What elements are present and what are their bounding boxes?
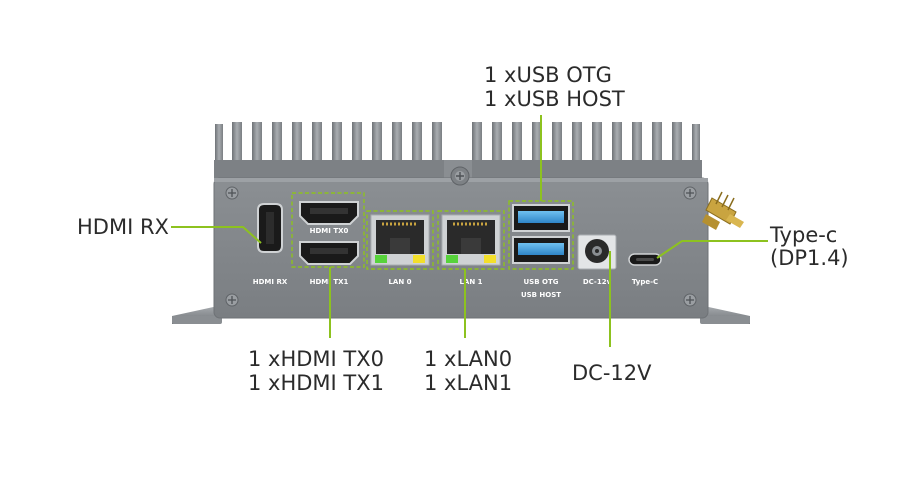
hdmi-tx-highlight-box (291, 192, 365, 268)
callout-usb-line1: 1 xUSB OTG (484, 63, 612, 87)
lan1-port: LAN 1 (441, 214, 501, 286)
lan1-label: LAN 1 (459, 278, 482, 286)
callout-type-c: Type-c (DP1.4) (769, 223, 849, 270)
callout-lan-line2: 1 xLAN1 (424, 371, 512, 395)
callout-lan-line1: 1 xLAN0 (424, 347, 512, 371)
hdmi-rx-port: HDMI RX (253, 203, 288, 286)
hdmi-tx0-port: HDMI TX0 (299, 201, 359, 235)
dc-power-port: DC-12v (577, 234, 617, 286)
lan1-led-green (446, 255, 458, 263)
leader-type-c (656, 240, 768, 259)
lan1-led-yellow (484, 255, 496, 263)
lan0-port: LAN 0 (370, 214, 430, 286)
callout-hdmi-tx-line1: 1 xHDMI TX0 (248, 347, 384, 371)
panel-screw-bottom-right (683, 293, 697, 307)
usb-host-label: USB HOST (521, 291, 561, 299)
panel-screw-top-right (683, 186, 697, 200)
type-c-label: Type-C (632, 278, 658, 286)
usb-host-port (512, 236, 570, 264)
mounting-feet (172, 306, 750, 324)
lan0-label: LAN 0 (388, 278, 411, 286)
usb-otg-port (512, 204, 570, 232)
callout-type-c-line1: Type-c (769, 223, 837, 247)
usb-highlight-box (508, 200, 574, 270)
dc-12v-label: DC-12v (583, 278, 612, 286)
leader-hdmi-rx (171, 226, 262, 244)
panel-screw-bottom-left (225, 293, 239, 307)
callout-hdmi-rx: HDMI RX (77, 215, 169, 239)
hdmi-rx-label: HDMI RX (253, 278, 288, 286)
type-c-port: Type-C (628, 253, 662, 286)
callout-dc: DC-12V (572, 361, 652, 385)
usb-otg-label: USB OTG (524, 278, 559, 286)
callout-hdmi-tx-line2: 1 xHDMI TX1 (248, 371, 384, 395)
panel-screw-top (450, 166, 470, 186)
callout-hdmi-tx: 1 xHDMI TX0 1 xHDMI TX1 (248, 347, 384, 395)
hdmi-tx0-label: HDMI TX0 (310, 227, 349, 235)
callout-usb: 1 xUSB OTG 1 xUSB HOST (484, 63, 625, 111)
callout-lan: 1 xLAN0 1 xLAN1 (424, 347, 512, 395)
antenna-connector (702, 191, 744, 230)
callout-usb-line2: 1 xUSB HOST (484, 87, 625, 111)
lan1-highlight-box (437, 210, 505, 270)
leader-lines (171, 115, 768, 347)
lan0-led-yellow (413, 255, 425, 263)
callout-type-c-line2: (DP1.4) (770, 246, 849, 270)
lan0-led-green (375, 255, 387, 263)
panel-screw-top-left (225, 186, 239, 200)
lan0-highlight-box (366, 210, 434, 270)
